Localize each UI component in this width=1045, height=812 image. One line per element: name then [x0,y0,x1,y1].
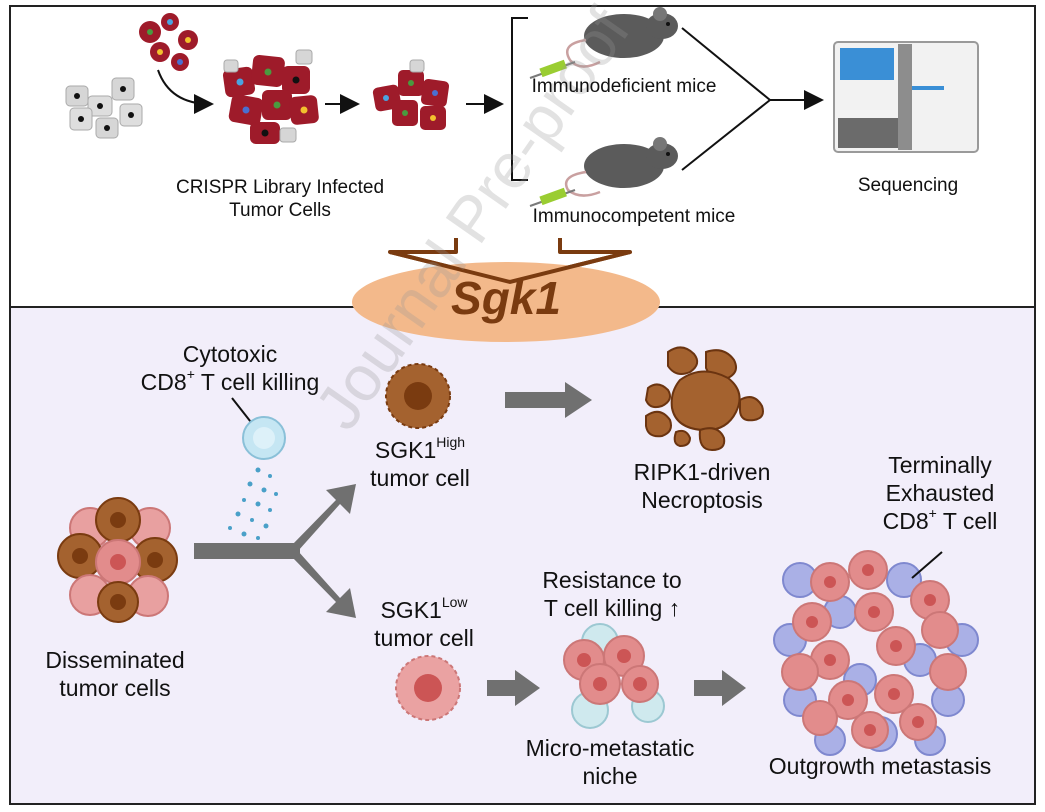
niche-label: Micro-metastatic niche [500,734,720,790]
necroptosis-label: RIPK1-driven Necroptosis [592,458,812,514]
necroptosis-line2: Necroptosis [641,487,763,513]
resistance-line1: Resistance to [542,567,682,593]
mouse-icon [564,137,678,197]
sequencer-icon [833,41,979,153]
necroptosis-line1: RIPK1-driven [633,459,771,485]
exhausted-label: Terminally Exhausted CD8+ T cell [850,451,1030,535]
sgk1-low-line1: SGK1Low [380,594,468,623]
sgk1-bubble [352,262,660,342]
resistance-label: Resistance to T cell killing ↑ [512,566,712,622]
disseminated-cluster-icon [57,497,178,623]
immunocompetent-label: Immunocompetent mice [532,206,736,227]
tumor-cell-icon [395,655,461,721]
disseminated-line1: Disseminated [45,647,185,673]
cytotoxic-line1: Cytotoxic [182,341,278,367]
gene-title: Sgk1 [451,272,561,324]
selected-tumor-cells-icon [372,59,450,130]
disseminated-line2: tumor cells [59,675,171,701]
necroptosis-icon [644,346,764,452]
sgk1-low-label: SGK1Low tumor cell [344,594,504,652]
cytotoxic-label: Cytotoxic CD8+ T cell killing [120,340,340,396]
tumor-cell-icon [385,363,451,429]
micro-niche-icon [563,623,665,729]
library-label-line2: Tumor Cells [229,200,331,221]
library-label-line1: CRISPR Library Infected [175,177,385,198]
immunodeficient-label: Immunodeficient mice [531,76,717,97]
crispr-library-icon [139,13,198,71]
t-cell-icon [242,416,286,460]
resistance-line2: T cell killing ↑ [543,595,681,621]
sgk1-low-line2: tumor cell [374,625,474,651]
granules [228,467,278,540]
disseminated-label: Disseminated tumor cells [20,646,210,702]
exhausted-line3: CD8+ T cell [882,505,998,534]
sgk1-high-line1: SGK1High [374,434,466,463]
infected-tumor-cells-icon [222,49,319,144]
niche-line2: niche [582,763,638,789]
sequencing-label: Sequencing [857,175,959,196]
cytotoxic-line2: CD8+ T cell killing [140,366,320,395]
outgrowth-cluster-icon [773,550,979,756]
exhausted-line1: Terminally [888,452,992,478]
outgrowth-label: Outgrowth metastasis [768,753,992,779]
split-arrow [194,484,356,618]
normal-cells-icon [65,77,143,139]
library-label: CRISPR Library Infected Tumor Cells [120,176,440,222]
syringe-icon [529,59,576,79]
mouse-icon [566,7,678,68]
sgk1-high-line2: tumor cell [370,465,470,491]
exhausted-line2: Exhausted [885,480,995,506]
sgk1-high-label: SGK1High tumor cell [340,434,500,492]
niche-line1: Micro-metastatic [525,735,695,761]
syringe-icon [529,187,576,207]
